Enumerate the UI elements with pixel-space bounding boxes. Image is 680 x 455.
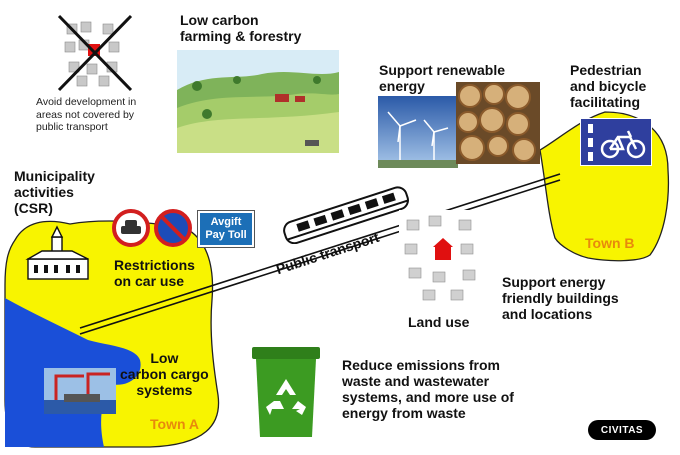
bicycle-icon (600, 130, 646, 159)
car-icon (121, 226, 141, 234)
bicycle-sign (580, 118, 652, 166)
recycle-icon (266, 379, 306, 415)
town-b-label: Town B (585, 235, 635, 251)
avoid-development-image (57, 14, 133, 92)
timber-logs-image (456, 82, 540, 164)
recycle-bin-icon (252, 347, 320, 437)
train-icon (283, 186, 409, 244)
farmland-image (177, 50, 339, 153)
cargo-port-image (44, 368, 116, 414)
wind-turbines-image (378, 96, 458, 168)
land-use-image (399, 210, 491, 308)
no-entry-sign (112, 209, 150, 247)
civitas-logo-text: CIVITAS (600, 424, 644, 436)
civitas-logo: CIVITAS (588, 420, 656, 440)
land-use-label: Land use (408, 314, 470, 330)
town-a-label: Town A (150, 416, 199, 432)
transport-line (79, 173, 561, 335)
no-parking-sign (154, 209, 192, 247)
town-hall-icon (25, 225, 89, 280)
